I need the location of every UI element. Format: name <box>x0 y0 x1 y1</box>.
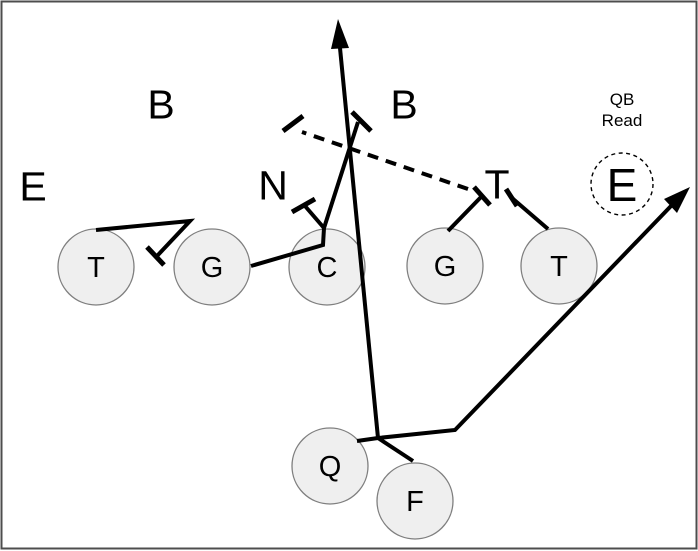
offense-label-quarterback: Q <box>319 451 342 483</box>
route-backside-fold-block <box>301 130 469 191</box>
arrowhead-qb-keep-path <box>331 19 349 49</box>
arrowhead-f-sweep-path <box>664 187 690 213</box>
offense-label-right-tackle: T <box>550 251 568 283</box>
block-cap-backside-fold-block <box>281 114 305 133</box>
defense-label-left-end: E <box>19 163 46 209</box>
offense-circle-left-guard <box>173 228 251 306</box>
block-cap-center-block-nose <box>290 196 317 215</box>
block-cap-right-guard-block <box>472 185 492 207</box>
route-left-tackle-block <box>95 218 196 258</box>
route-handoff-mesh-f <box>376 436 415 463</box>
defense-label-nose-tackle: N <box>258 162 288 208</box>
offense-label-fullback: F <box>406 486 424 518</box>
block-cap-left-tackle-block <box>145 245 166 267</box>
route-qb-keep-path <box>338 47 380 439</box>
route-guard-center-combo <box>250 227 326 268</box>
block-cap-center-climb-backer <box>350 110 373 133</box>
qb-read-annotation-line1: QB <box>610 90 635 109</box>
route-center-climb-backer <box>322 121 360 229</box>
offense-label-center: C <box>317 252 338 284</box>
route-center-block-nose <box>303 204 326 230</box>
offense-label-left-guard: G <box>201 252 224 284</box>
offense-circle-quarterback <box>291 427 369 505</box>
route-handoff-mesh-qb <box>356 436 379 443</box>
offense-label-right-guard: G <box>434 251 457 283</box>
qb-read-dashed-circle <box>590 152 654 216</box>
offense-label-left-tackle: T <box>87 252 105 284</box>
defense-label-defensive-tackle: T <box>484 161 509 207</box>
defense-label-right-backer: B <box>390 81 417 127</box>
defense-label-read-end: E <box>607 159 638 211</box>
route-right-guard-block <box>446 194 484 233</box>
block-cap-right-tackle-block <box>503 187 520 208</box>
qb-read-annotation-line2: Read <box>602 111 643 130</box>
defense-label-left-backer: B <box>147 81 174 127</box>
offense-circle-right-tackle <box>520 227 598 305</box>
offense-circle-fullback <box>376 462 454 540</box>
route-f-sweep-path <box>377 204 673 440</box>
offense-circle-right-guard <box>406 227 484 305</box>
